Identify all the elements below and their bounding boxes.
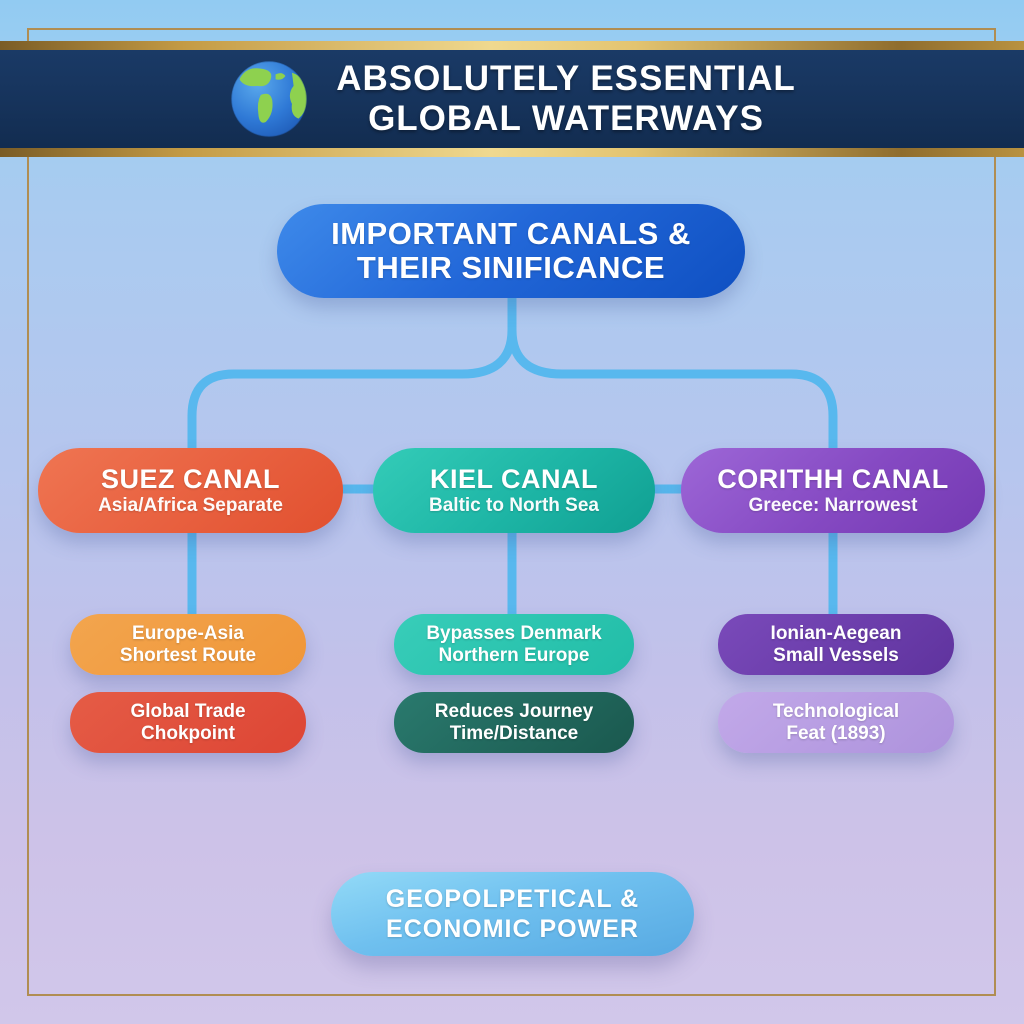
root-node-important-canals: IMPORTANT CANALS & THEIR SINIFICANCE [277,204,745,298]
suez-canal-subtitle: Asia/Africa Separate [98,495,283,516]
leaf-node-reduces-journey: Reduces Journey Time/Distance [394,692,634,753]
connector-right-branch [507,325,838,623]
corinth-canal-title: CORITHH CANAL [717,464,949,494]
corinth-canal-subtitle: Greece: Narrowest [748,495,918,516]
footer-node-geopolitical-economic-power: GEOPOLPETICAL & ECONOMIC POWER [331,872,694,956]
branch-node-suez-canal: SUEZ CANAL Asia/Africa Separate [38,448,343,533]
leaf-text-line1: Bypasses Denmark [426,622,602,644]
leaf-text-line1: Technological [772,700,900,722]
leaf-text-line1: Reduces Journey [434,700,594,722]
leaf-node-global-trade-chokepoint: Global Trade Chokpoint [70,692,306,753]
leaf-text-line2: Feat (1893) [786,722,886,744]
leaf-node-bypasses-denmark: Bypasses Denmark Northern Europe [394,614,634,675]
kiel-canal-title: KIEL CANAL [429,464,598,494]
leaf-text-line2: Chokpoint [141,722,235,744]
gold-ribbon-bottom [0,148,1024,157]
connector-left-branch [187,325,517,623]
leaf-text-line1: Europe-Asia [132,622,244,644]
leaf-node-technological-feat: Technological Feat (1893) [718,692,954,753]
kiel-canal-subtitle: Baltic to North Sea [429,495,599,516]
leaf-node-ionian-aegean: Ionian-Aegean Small Vessels [718,614,954,675]
page-title-line1: ABSOLUTELY ESSENTIAL [336,59,796,98]
gold-ribbon-top [0,41,1024,50]
leaf-text-line2: Shortest Route [119,644,257,666]
footer-node-line1: GEOPOLPETICAL & [385,885,640,913]
header-banner: ABSOLUTELY ESSENTIAL GLOBAL WATERWAYS [0,50,1024,148]
suez-canal-title: SUEZ CANAL [101,464,280,494]
leaf-text-line2: Time/Distance [449,722,579,744]
branch-node-corinth-canal: CORITHH CANAL Greece: Narrowest [681,448,985,533]
root-node-line1: IMPORTANT CANALS & [331,216,691,251]
leaf-text-line2: Northern Europe [438,644,590,666]
globe-americas-icon [230,60,308,138]
leaf-text-line1: Ionian-Aegean [770,622,902,644]
leaf-node-europe-asia-shortest-route: Europe-Asia Shortest Route [70,614,306,675]
page-title: ABSOLUTELY ESSENTIAL GLOBAL WATERWAYS [336,59,796,139]
page-title-line2: GLOBAL WATERWAYS [368,99,764,138]
leaf-text-line1: Global Trade [130,700,246,722]
footer-node-line2: ECONOMIC POWER [386,915,639,943]
branch-node-kiel-canal: KIEL CANAL Baltic to North Sea [373,448,655,533]
root-node-line2: THEIR SINIFICANCE [356,250,666,285]
leaf-text-line2: Small Vessels [773,644,899,666]
